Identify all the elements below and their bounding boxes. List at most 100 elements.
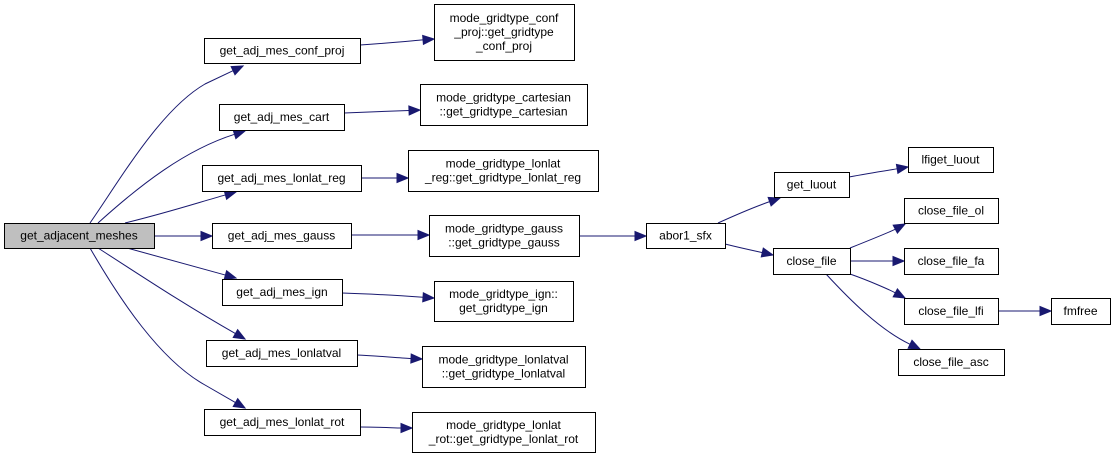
edges-layer (89, 34, 1053, 434)
edge-line (359, 39, 424, 46)
edge-line (848, 168, 898, 178)
node-label: mode_gridtype_ign:: (449, 287, 558, 301)
node-fmfree[interactable]: fmfree (1051, 298, 1111, 325)
edge-line (89, 247, 236, 403)
node-box (204, 38, 361, 64)
node-close-file-asc[interactable]: close_file_asc (898, 349, 1005, 376)
node-label: _proj::get_gridtype (453, 25, 554, 39)
node-mode-gridtype-conf-proj[interactable]: mode_gridtype_conf_proj::get_gridtype_co… (434, 4, 575, 61)
arrowhead-icon (895, 163, 910, 175)
node-box (1051, 298, 1111, 325)
node-label: get_adj_mes_gauss (228, 229, 335, 243)
nodes-layer: get_adjacent_meshes get_adj_mes_conf_proj… (4, 4, 1111, 453)
node-label: _conf_proj (475, 39, 532, 53)
node-label: _reg::get_gridtype_lonlat_reg (424, 171, 581, 185)
edge-get_adj_mes_conf_proj-to-mode_gridtype_conf_proj (359, 34, 436, 46)
node-box (904, 298, 999, 325)
node-box (408, 150, 599, 192)
edge-get_adjacent_meshes-to-get_adj_mes_lonlat_rot (89, 247, 247, 409)
node-box (206, 340, 358, 367)
edge-line (89, 70, 234, 224)
node-mode-gridtype-ign[interactable]: mode_gridtype_ign::get_gridtype_ign (434, 281, 574, 322)
node-label: ::get_gridtype_cartesian (439, 105, 567, 119)
node-close-file-lfi[interactable]: close_file_lfi (904, 298, 999, 325)
edge-get_adj_mes_cart-to-mode_gridtype_cartesian (343, 105, 422, 116)
arrowhead-icon (907, 339, 922, 350)
arrowhead-icon (396, 172, 410, 184)
edge-abor1_sfx-to-get_luout (717, 196, 782, 224)
edge-get_adjacent_meshes-to-get_adj_mes_conf_proj (89, 65, 245, 224)
node-get-luout[interactable]: get_luout (774, 172, 850, 198)
arrowhead-icon (232, 397, 247, 409)
node-mode-gridtype-lonlat-reg[interactable]: mode_gridtype_lonlat_reg::get_gridtype_l… (408, 150, 599, 192)
node-get-adj-mes-conf-proj[interactable]: get_adj_mes_conf_proj (204, 38, 361, 64)
node-label: close_file (786, 254, 836, 268)
node-label: get_adj_mes_lonlatval (222, 346, 341, 360)
node-close-file-fa[interactable]: close_file_fa (904, 248, 999, 275)
node-label: get_adj_mes_conf_proj (220, 44, 345, 58)
edge-close_file_lfi-to-fmfree (998, 305, 1053, 317)
node-label: get_adj_mes_cart (234, 110, 330, 124)
node-label: _rot::get_gridtype_lonlat_rot (428, 432, 579, 446)
arrowhead-icon (223, 269, 238, 280)
arrowhead-icon (417, 229, 431, 241)
edge-get_adj_mes_lonlat_rot-to-mode_gridtype_lonlat_rot (359, 422, 414, 434)
edge-line (356, 354, 412, 360)
node-mode-gridtype-cartesian[interactable]: mode_gridtype_cartesian::get_gridtype_ca… (420, 84, 588, 126)
node-abor1-sfx[interactable]: abor1_sfx (646, 223, 726, 249)
arrowhead-icon (230, 65, 245, 76)
edge-get_adj_mes_lonlat_reg-to-mode_gridtype_lonlat_reg (361, 172, 410, 184)
edge-line (717, 201, 770, 224)
node-get-adj-mes-lonlat-reg[interactable]: get_adj_mes_lonlat_reg (202, 165, 362, 192)
node-label: ::get_gridtype_gauss (448, 236, 559, 250)
node-box (412, 412, 596, 453)
edge-line (359, 426, 402, 429)
node-get-adj-mes-gauss[interactable]: get_adj_mes_gauss (212, 223, 352, 249)
node-mode-gridtype-lonlatval[interactable]: mode_gridtype_lonlatval::get_gridtype_lo… (422, 346, 586, 388)
arrowhead-icon (892, 223, 907, 235)
edge-line (97, 247, 236, 335)
node-box (904, 198, 999, 224)
node-label: get_gridtype_ign (459, 301, 548, 315)
node-label: get_luout (787, 178, 837, 192)
node-box (420, 84, 588, 126)
node-label: get_adj_mes_lonlat_reg (217, 171, 345, 185)
arrowhead-icon (232, 129, 247, 140)
node-close-file-ol[interactable]: close_file_ol (904, 198, 999, 224)
edge-get_adj_mes_ign-to-mode_gridtype_ign (341, 291, 436, 303)
node-mode-gridtype-lonlat-rot[interactable]: mode_gridtype_lonlat_rot::get_gridtype_l… (412, 412, 596, 453)
node-get-adj-mes-lonlatval[interactable]: get_adj_mes_lonlatval (206, 340, 358, 367)
node-label: mode_gridtype_gauss (445, 222, 563, 236)
node-label: fmfree (1063, 304, 1097, 318)
edge-get_adjacent_meshes-to-get_adj_mes_lonlat_reg (124, 190, 238, 224)
node-box (219, 104, 345, 131)
node-lfiget-luout[interactable]: lfiget_luout (908, 147, 994, 173)
arrowhead-icon (892, 255, 906, 267)
arrowhead-icon (422, 291, 436, 303)
node-box (422, 346, 586, 388)
edge-get_luout-to-lfiget_luout (848, 163, 910, 178)
node-label: lfiget_luout (921, 153, 980, 167)
node-box (222, 279, 343, 306)
node-label: abor1_sfx (659, 229, 712, 243)
edge-line (343, 109, 410, 114)
arrowhead-icon (410, 353, 424, 364)
node-get-adj-mes-lonlat-rot[interactable]: get_adj_mes_lonlat_rot (204, 409, 361, 436)
edge-line (849, 273, 896, 294)
node-label: mode_gridtype_lonlat (446, 418, 561, 432)
arrowhead-icon (408, 105, 422, 116)
arrowhead-icon (232, 328, 247, 340)
edge-get_adj_mes_gauss-to-mode_gridtype_gauss (351, 229, 431, 241)
node-get-adjacent-meshes[interactable]: get_adjacent_meshes (4, 223, 155, 249)
node-get-adj-mes-cart[interactable]: get_adj_mes_cart (219, 104, 345, 131)
edge-line (126, 247, 226, 276)
arrowhead-icon (422, 34, 436, 46)
node-close-file[interactable]: close_file (773, 248, 851, 275)
node-label: mode_gridtype_lonlatval (438, 353, 568, 367)
node-mode-gridtype-gauss[interactable]: mode_gridtype_gauss::get_gridtype_gauss (429, 215, 580, 257)
edge-line (341, 292, 424, 298)
edge-get_adjacent_meshes-to-get_adj_mes_lonlatval (97, 247, 247, 340)
edge-mode_gridtype_gauss-to-abor1_sfx (579, 230, 648, 242)
node-box (202, 165, 362, 192)
node-get-adj-mes-ign[interactable]: get_adj_mes_ign (222, 279, 343, 306)
